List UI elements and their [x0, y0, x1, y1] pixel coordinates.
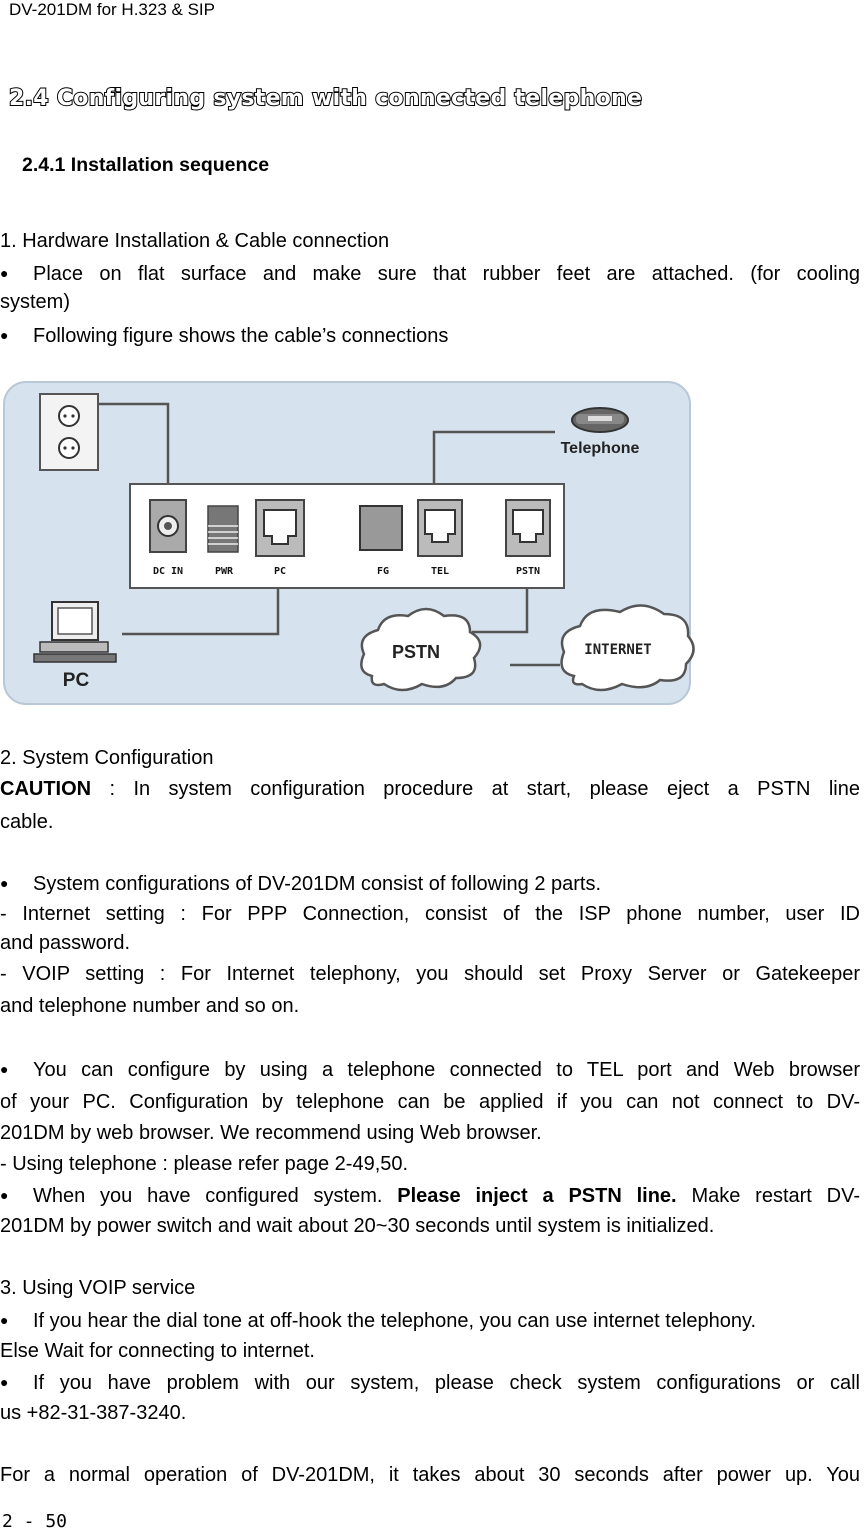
- internet-setting-line: - Internet setting : For PPP Connection,…: [0, 903, 860, 925]
- config-bullet-2-cont-1: of your PC. Configuration by telephone c…: [0, 1091, 860, 1113]
- hardware-bullet-2: ●Following figure shows the cable’s conn…: [0, 325, 449, 347]
- telephone-icon: [571, 407, 629, 433]
- caution-line: CAUTION : In system configuration proced…: [0, 778, 860, 800]
- page-number: 2 - 50: [2, 1511, 68, 1532]
- pc-label: PC: [63, 670, 90, 691]
- fg-terminal-icon: [359, 505, 403, 551]
- pc-icon: [33, 601, 117, 663]
- config-bullet-3: ●When you have configured system. Please…: [0, 1185, 860, 1207]
- config-heading: 2. System Configuration: [0, 747, 214, 769]
- voip-bullet-2: ●If you have problem with our system, pl…: [0, 1372, 860, 1394]
- pwr-label: PWR: [215, 566, 234, 577]
- pc-port-label: PC: [274, 566, 286, 577]
- internet-cloud-label: INTERNET: [584, 642, 651, 658]
- tel-label: TEL: [431, 566, 449, 577]
- hardware-bullet-1-cont: system): [0, 291, 70, 313]
- bullet-icon: ●: [0, 1061, 9, 1077]
- cable-lines: [98, 402, 560, 667]
- subsection-title: 2.4.1 Installation sequence: [22, 154, 270, 176]
- bullet-icon: ●: [0, 1187, 9, 1203]
- config-bullet-3-cont: 201DM by power switch and wait about 20~…: [0, 1215, 715, 1237]
- fg-label: FG: [377, 566, 389, 577]
- pstn-cloud-icon: [360, 607, 482, 692]
- caution-label: CAUTION: [0, 778, 92, 800]
- using-telephone-line: - Using telephone : please refer page 2-…: [0, 1153, 409, 1175]
- pc-port-icon: [255, 499, 305, 557]
- internet-setting-cont: and password.: [0, 932, 131, 954]
- cable-connection-diagram: Telephone DC IN PWR PC FG: [3, 381, 695, 705]
- device-back-panel: [129, 483, 565, 589]
- bullet-icon: ●: [0, 265, 9, 281]
- voip-setting-line: - VOIP setting : For Internet telephony,…: [0, 963, 860, 985]
- internet-cloud-icon: [560, 604, 695, 692]
- voip-bullet-2-cont: us +82-31-387-3240.: [0, 1402, 187, 1424]
- power-outlet-icon: [39, 393, 99, 471]
- telephone-label: Telephone: [561, 440, 640, 457]
- pstn-port-label: PSTN: [516, 566, 540, 577]
- bullet-icon: ●: [0, 327, 9, 343]
- bullet-icon: ●: [0, 1312, 9, 1328]
- config-bullet-2: ●You can configure by using a telephone …: [0, 1059, 860, 1081]
- inject-pstn-emphasis: Please inject a PSTN line.: [397, 1185, 677, 1207]
- hardware-heading: 1. Hardware Installation & Cable connect…: [0, 230, 390, 252]
- pstn-port-icon: [505, 499, 551, 557]
- voip-setting-cont: and telephone number and so on.: [0, 995, 300, 1017]
- config-bullet-2-cont-2: 201DM by web browser. We recommend using…: [0, 1122, 542, 1144]
- running-header: DV-201DM for H.323 & SIP: [9, 0, 215, 19]
- bullet-icon: ●: [0, 875, 9, 891]
- closing-paragraph: For a normal operation of DV-201DM, it t…: [0, 1464, 860, 1486]
- power-switch-icon: [207, 505, 239, 553]
- dc-in-label: DC IN: [153, 566, 183, 577]
- config-bullet-1: ●System configurations of DV-201DM consi…: [0, 873, 602, 895]
- voip-service-heading: 3. Using VOIP service: [0, 1277, 196, 1299]
- hardware-bullet-1: ●Place on flat surface and make sure tha…: [0, 263, 860, 285]
- voip-bullet-1: ●If you hear the dial tone at off-hook t…: [0, 1310, 757, 1332]
- section-title: 2.4 Configuring system with connected te…: [8, 85, 643, 112]
- bullet-icon: ●: [0, 1374, 9, 1390]
- dc-in-port-icon: [149, 499, 187, 553]
- pstn-cloud-label: PSTN: [392, 642, 440, 662]
- caution-line-cont: cable.: [0, 811, 54, 833]
- voip-bullet-1-cont: Else Wait for connecting to internet.: [0, 1340, 315, 1362]
- tel-port-icon: [417, 499, 463, 557]
